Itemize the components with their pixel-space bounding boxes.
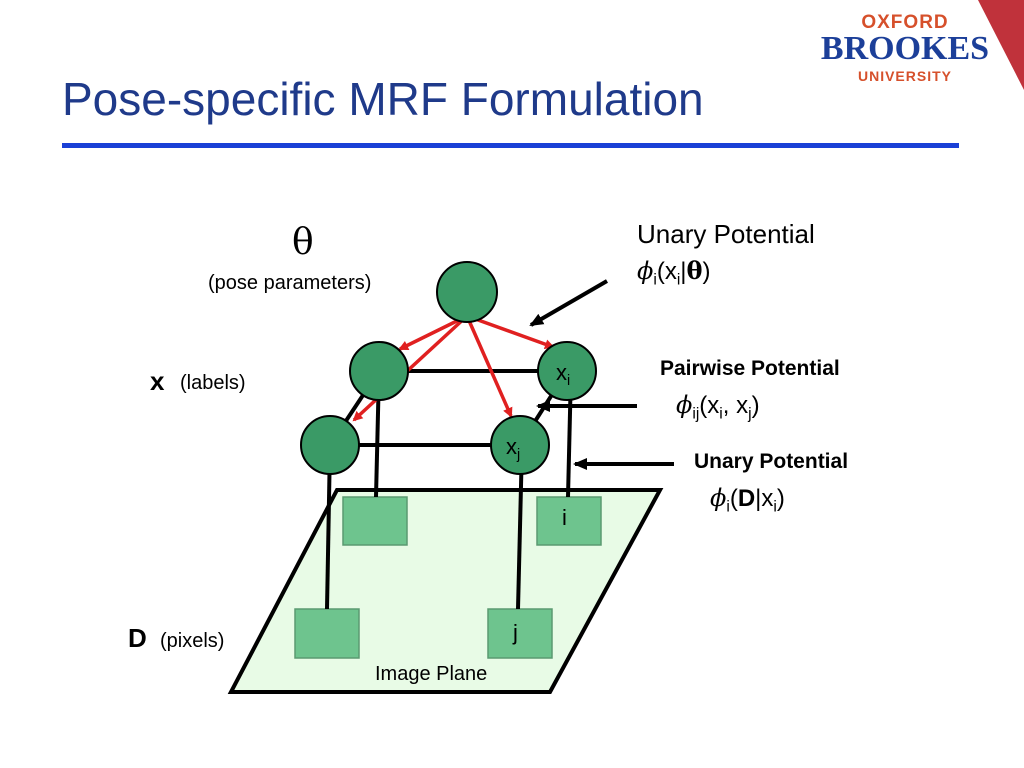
node-xi <box>537 341 597 401</box>
oxford-brookes-logo: OXFORD BROOKES UNIVERSITY <box>820 10 990 90</box>
d-pixels-caption: (pixels) <box>160 630 225 652</box>
node-front-left <box>300 415 360 475</box>
node-back-left <box>349 341 409 401</box>
pixel-i-label: i <box>562 505 567 530</box>
node-xj-label: xj <box>506 434 521 463</box>
node-theta <box>436 261 498 323</box>
node-xi-label: xi <box>556 360 571 389</box>
logo-line-university: UNIVERSITY <box>857 68 952 84</box>
arrow-theta-to-node-xj <box>465 315 513 418</box>
x-labels-symbol: x <box>150 366 165 396</box>
unary-top-formula: ϕi(xi|θ) <box>637 256 711 289</box>
theta-caption: (pose parameters) <box>208 272 372 294</box>
logo-line-brookes: BROOKES <box>820 30 990 67</box>
unary-bottom-title: Unary Potential <box>694 450 849 473</box>
arrow-unary-top-pointer <box>529 279 609 327</box>
unary-bottom-formula: ϕi(D|xi) <box>710 484 785 516</box>
arrow-theta-to-node-xi <box>466 314 555 349</box>
arrow-theta-to-node-back-left <box>398 314 468 351</box>
corner-triangle <box>978 0 1024 90</box>
pixel-square-back-left <box>342 496 408 546</box>
unary-top-title: Unary Potential <box>637 219 815 249</box>
pixel-square-j <box>487 608 553 659</box>
node-xj <box>490 415 550 475</box>
pixel-square-i <box>536 496 602 546</box>
x-labels-caption: (labels) <box>180 372 246 394</box>
pairwise-title: Pairwise Potential <box>660 357 840 380</box>
d-pixels-symbol: D <box>128 623 147 653</box>
image-plane-label: Image Plane <box>375 663 488 685</box>
arrow-theta-to-node-front-left <box>352 314 469 422</box>
logo-line-oxford: OXFORD <box>861 12 949 33</box>
pairwise-formula: ϕij(xi, xj) <box>676 391 760 423</box>
theta-symbol: θ <box>292 222 314 263</box>
title-underline <box>62 143 959 148</box>
pixel-j-label: j <box>513 620 518 645</box>
slide-title: Pose-specific MRF Formulation <box>62 73 704 125</box>
pixel-square-front-left <box>294 608 360 659</box>
